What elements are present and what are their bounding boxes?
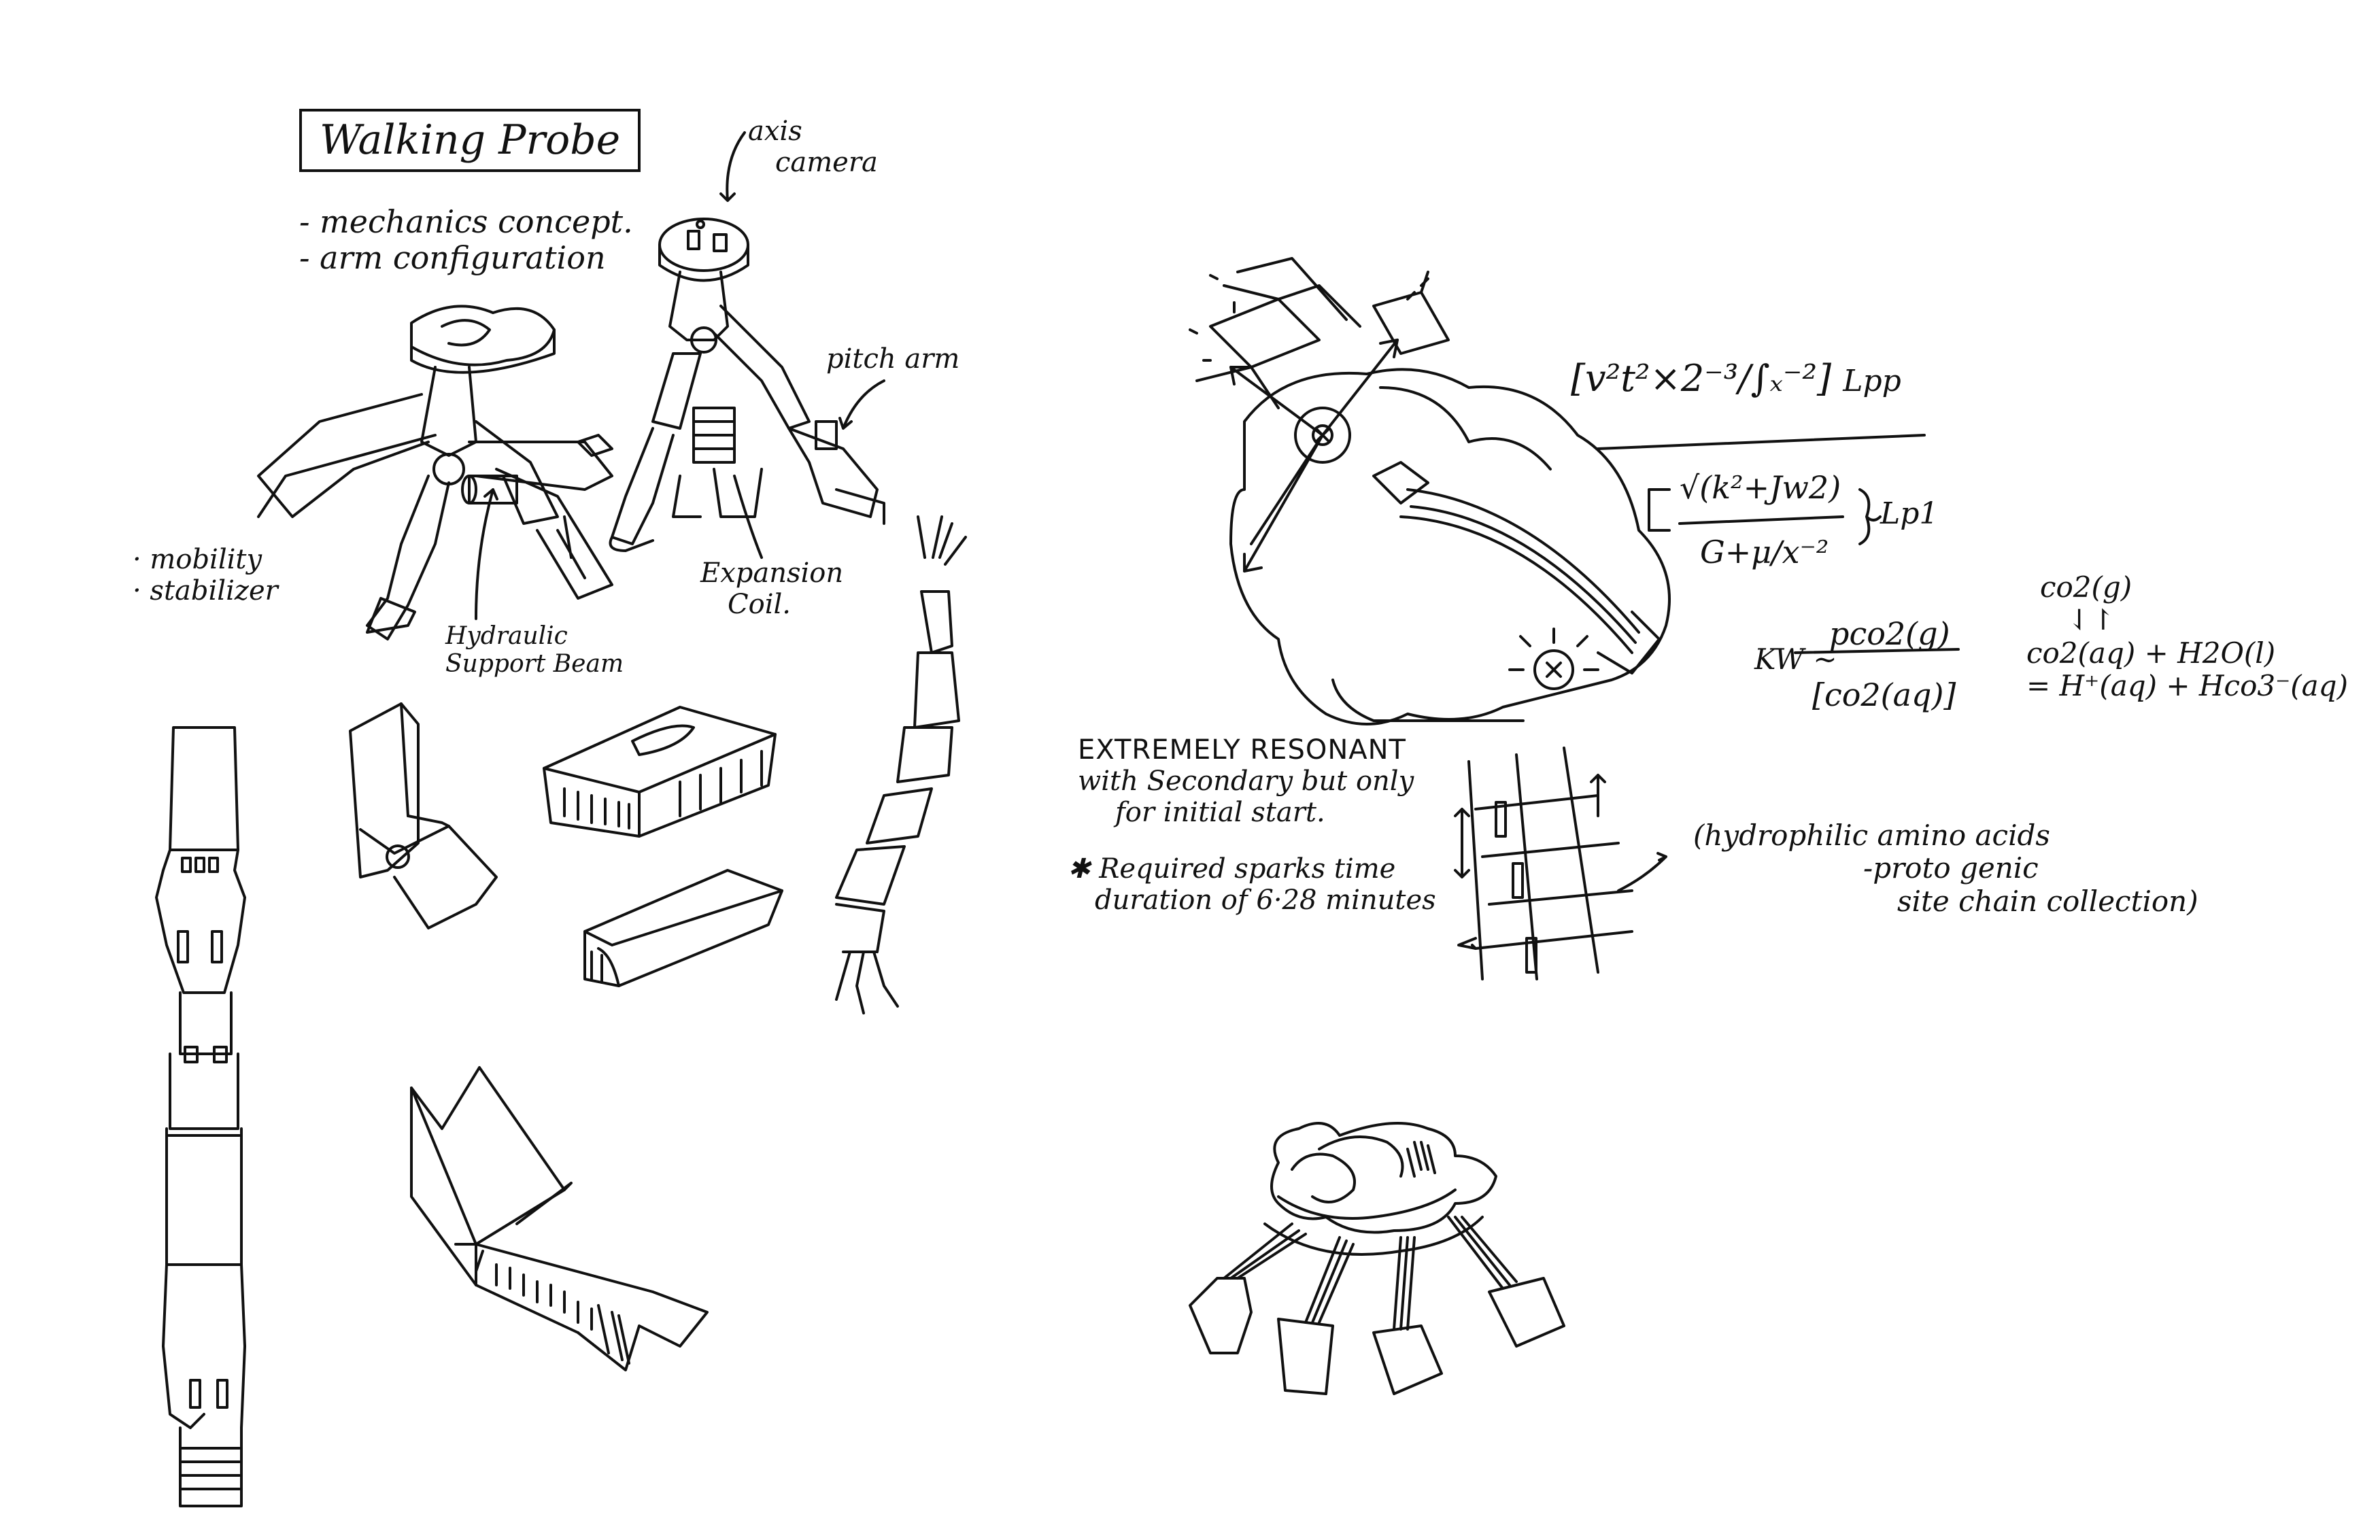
probe-notes: - mechanics concept. - arm configuration <box>299 204 633 276</box>
label-line: Hydraulic <box>445 622 568 650</box>
equation-2-numerator: √(k²+Jw2) <box>1680 469 1841 506</box>
tall-leg-sketch <box>155 726 246 1507</box>
resonance-line: for initial start. <box>1115 797 1325 828</box>
kw-label: KW ~ <box>1754 643 1837 676</box>
note-line: - arm configuration <box>299 239 606 276</box>
equation-2-denominator: G+μ/x⁻² <box>1700 534 1829 570</box>
expansion-coil-label: Expansion Coil. <box>700 558 843 620</box>
label-line: · stabilizer <box>133 575 278 606</box>
mobility-notes: · mobility · stabilizer <box>133 544 278 606</box>
ringed-node-sketch <box>1189 1122 1565 1395</box>
resonance-line: with Secondary but only <box>1078 766 1414 797</box>
hydraulic-beam-label: Hydraulic Support Beam <box>445 622 624 679</box>
resonator-device-sketch <box>1189 257 1671 980</box>
resonance-note: EXTREMELY RESONANT with Secondary but on… <box>1078 734 1414 828</box>
resonance-line: duration of 6·28 minutes <box>1095 885 1436 916</box>
folded-plate-sketch <box>410 1066 709 1371</box>
chem-line: co2(g) <box>2040 570 2132 604</box>
equation-strokes <box>1597 434 1960 654</box>
kw-numerator: pco2(g) <box>1829 615 1950 652</box>
kw-denominator: [co2(aq)] <box>1812 677 1956 713</box>
chemistry-equilibrium: co2(g) ⇃↾ co2(aq) + H2O(l) = H⁺(aq) + Hc… <box>2026 570 2348 702</box>
amino-acid-note: (hydrophilic amino acids -proto genic si… <box>1693 819 2198 918</box>
tripod-probe-sketch <box>609 218 885 552</box>
eq1-suffix: Lpp <box>1843 364 1901 398</box>
required-sparks-text: Required sparks time <box>1099 853 1396 885</box>
amino-line: (hydrophilic amino acids <box>1693 819 2050 852</box>
resonance-line: ✱ Required sparks time <box>1068 853 1436 885</box>
four-leg-probe-sketch <box>257 305 613 640</box>
axis-camera-arrow <box>719 131 746 202</box>
chem-line: = H⁺(aq) + Hco3⁻(aq) <box>2026 668 2348 702</box>
label-line: Expansion <box>700 558 844 589</box>
expansion-arrow <box>733 475 763 559</box>
asterisk-icon: ✱ <box>1068 853 1100 885</box>
wedge-block-sketch <box>583 869 783 987</box>
chem-line: co2(aq) + H2O(l) <box>2026 636 2276 670</box>
bent-joint-sketch <box>349 702 498 929</box>
label-line: camera <box>775 147 878 178</box>
label-line: axis <box>748 116 802 147</box>
amino-line: site chain collection) <box>1897 884 2198 918</box>
note-line: - mechanics concept. <box>299 203 633 240</box>
label-line: · mobility <box>133 544 262 575</box>
eq1-body: [v²t²×2⁻³/∫ₓ⁻²] <box>1571 357 1832 400</box>
equation-1: [v²t²×2⁻³/∫ₓ⁻²] Lpp <box>1571 357 1901 400</box>
axis-camera-label: axis camera <box>748 116 878 178</box>
segmented-arm-sketch <box>835 515 967 1014</box>
hydraulic-arrow <box>475 488 498 620</box>
label-line: Support Beam <box>445 650 624 679</box>
chem-line: ⇃↾ <box>2067 603 2115 637</box>
equation-2-suffix: Lp1 <box>1880 496 1939 531</box>
pitch-arm-label: pitch arm <box>826 343 960 375</box>
label-line: Coil. <box>728 589 791 620</box>
resonance-heading: EXTREMELY RESONANT <box>1078 734 1406 766</box>
amino-line: -proto genic <box>1863 851 2039 885</box>
probe-title: Walking Probe <box>299 109 641 172</box>
pitch-arm-arrow <box>838 379 885 430</box>
slotted-block-sketch <box>543 706 777 838</box>
spark-duration-note: ✱ Required sparks time duration of 6·28 … <box>1068 853 1436 916</box>
